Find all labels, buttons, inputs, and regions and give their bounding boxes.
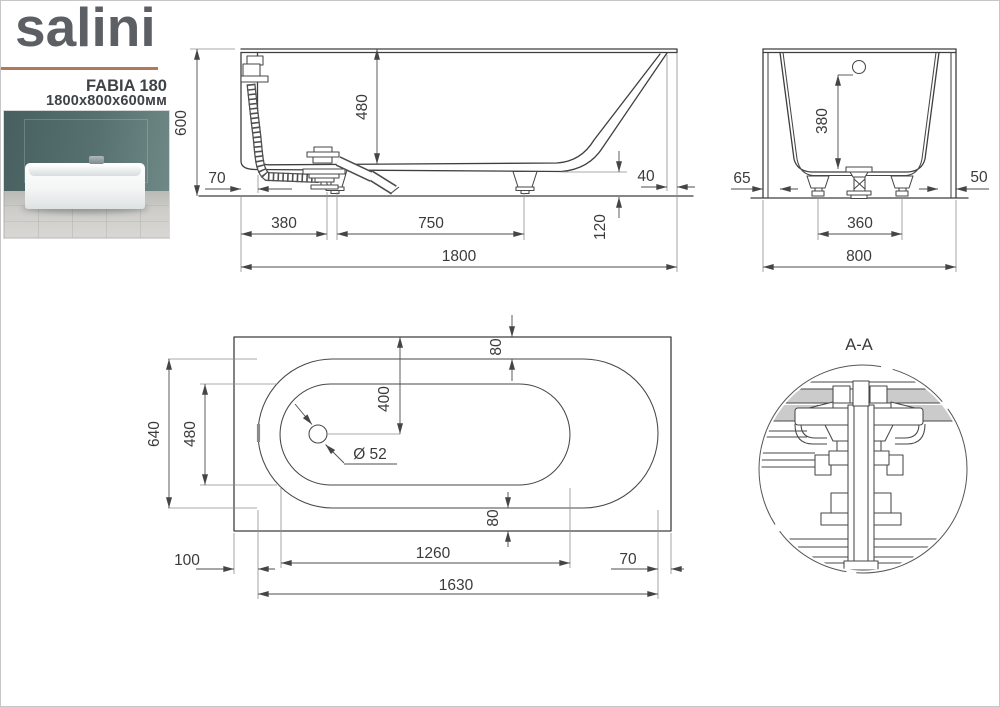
drain-siphon [302, 146, 346, 190]
dim-side-edge-70: 70 [208, 170, 226, 187]
dim-top-left-100: 100 [174, 552, 200, 569]
dim-top-length-1630: 1630 [439, 577, 474, 594]
photo-bathtub-rim [29, 165, 141, 176]
dim-top-gap-80-bottom: 80 [485, 509, 502, 527]
dim-top-right-70: 70 [619, 551, 637, 568]
dim-front-legs-360: 360 [847, 215, 873, 232]
model-dimensions: 1800x800x600мм [45, 93, 167, 109]
waste-outlet-pipe [335, 156, 400, 195]
detail-circle [758, 364, 968, 574]
overflow-hose [240, 55, 320, 183]
front-view: 380 65 50 360 800 [731, 48, 989, 272]
front-drain [845, 166, 873, 200]
section-title: A-A [845, 336, 873, 354]
dim-side-base-120: 120 [592, 214, 609, 240]
photo-faucet [89, 156, 104, 164]
model-name: FABIA 180 [85, 77, 167, 95]
dim-top-gap-80-top: 80 [488, 338, 505, 356]
dim-top-drain-dia: Ø 52 [353, 446, 387, 463]
dim-top-basin-1260: 1260 [416, 545, 451, 562]
dim-side-length-1800: 1800 [442, 248, 477, 265]
section-view: A-A [758, 336, 968, 574]
dim-front-right-50: 50 [970, 169, 988, 186]
dim-front-overflow-380: 380 [814, 108, 831, 134]
dim-side-span-750: 750 [418, 215, 444, 232]
dim-top-drain-400: 400 [376, 386, 393, 412]
overflow-hole [851, 59, 867, 75]
section-detail-content [761, 380, 965, 571]
dim-front-width-800: 800 [846, 248, 872, 265]
dim-side-depth: 480 [354, 94, 371, 120]
brand-logo: salini [15, 0, 156, 58]
front-feet [806, 175, 914, 197]
dim-side-drain-380: 380 [271, 215, 297, 232]
drain-hole [308, 424, 328, 444]
brand-block: salini FABIA 180 1800x800x600мм [1, 1, 176, 241]
side-view: 600 480 70 40 120 380 750 1800 [173, 48, 695, 272]
photo-bathtub [25, 156, 145, 209]
dim-top-width-640: 640 [146, 421, 163, 447]
brand-accent-rule [1, 67, 158, 70]
dim-side-height: 600 [173, 110, 190, 136]
dim-front-left-65: 65 [733, 170, 750, 187]
product-photo [3, 110, 170, 239]
dim-side-edge-40: 40 [637, 168, 655, 185]
dim-top-basin-480: 480 [182, 421, 199, 447]
top-view: 640 480 80 400 Ø 52 80 100 1260 70 1630 [146, 315, 684, 599]
